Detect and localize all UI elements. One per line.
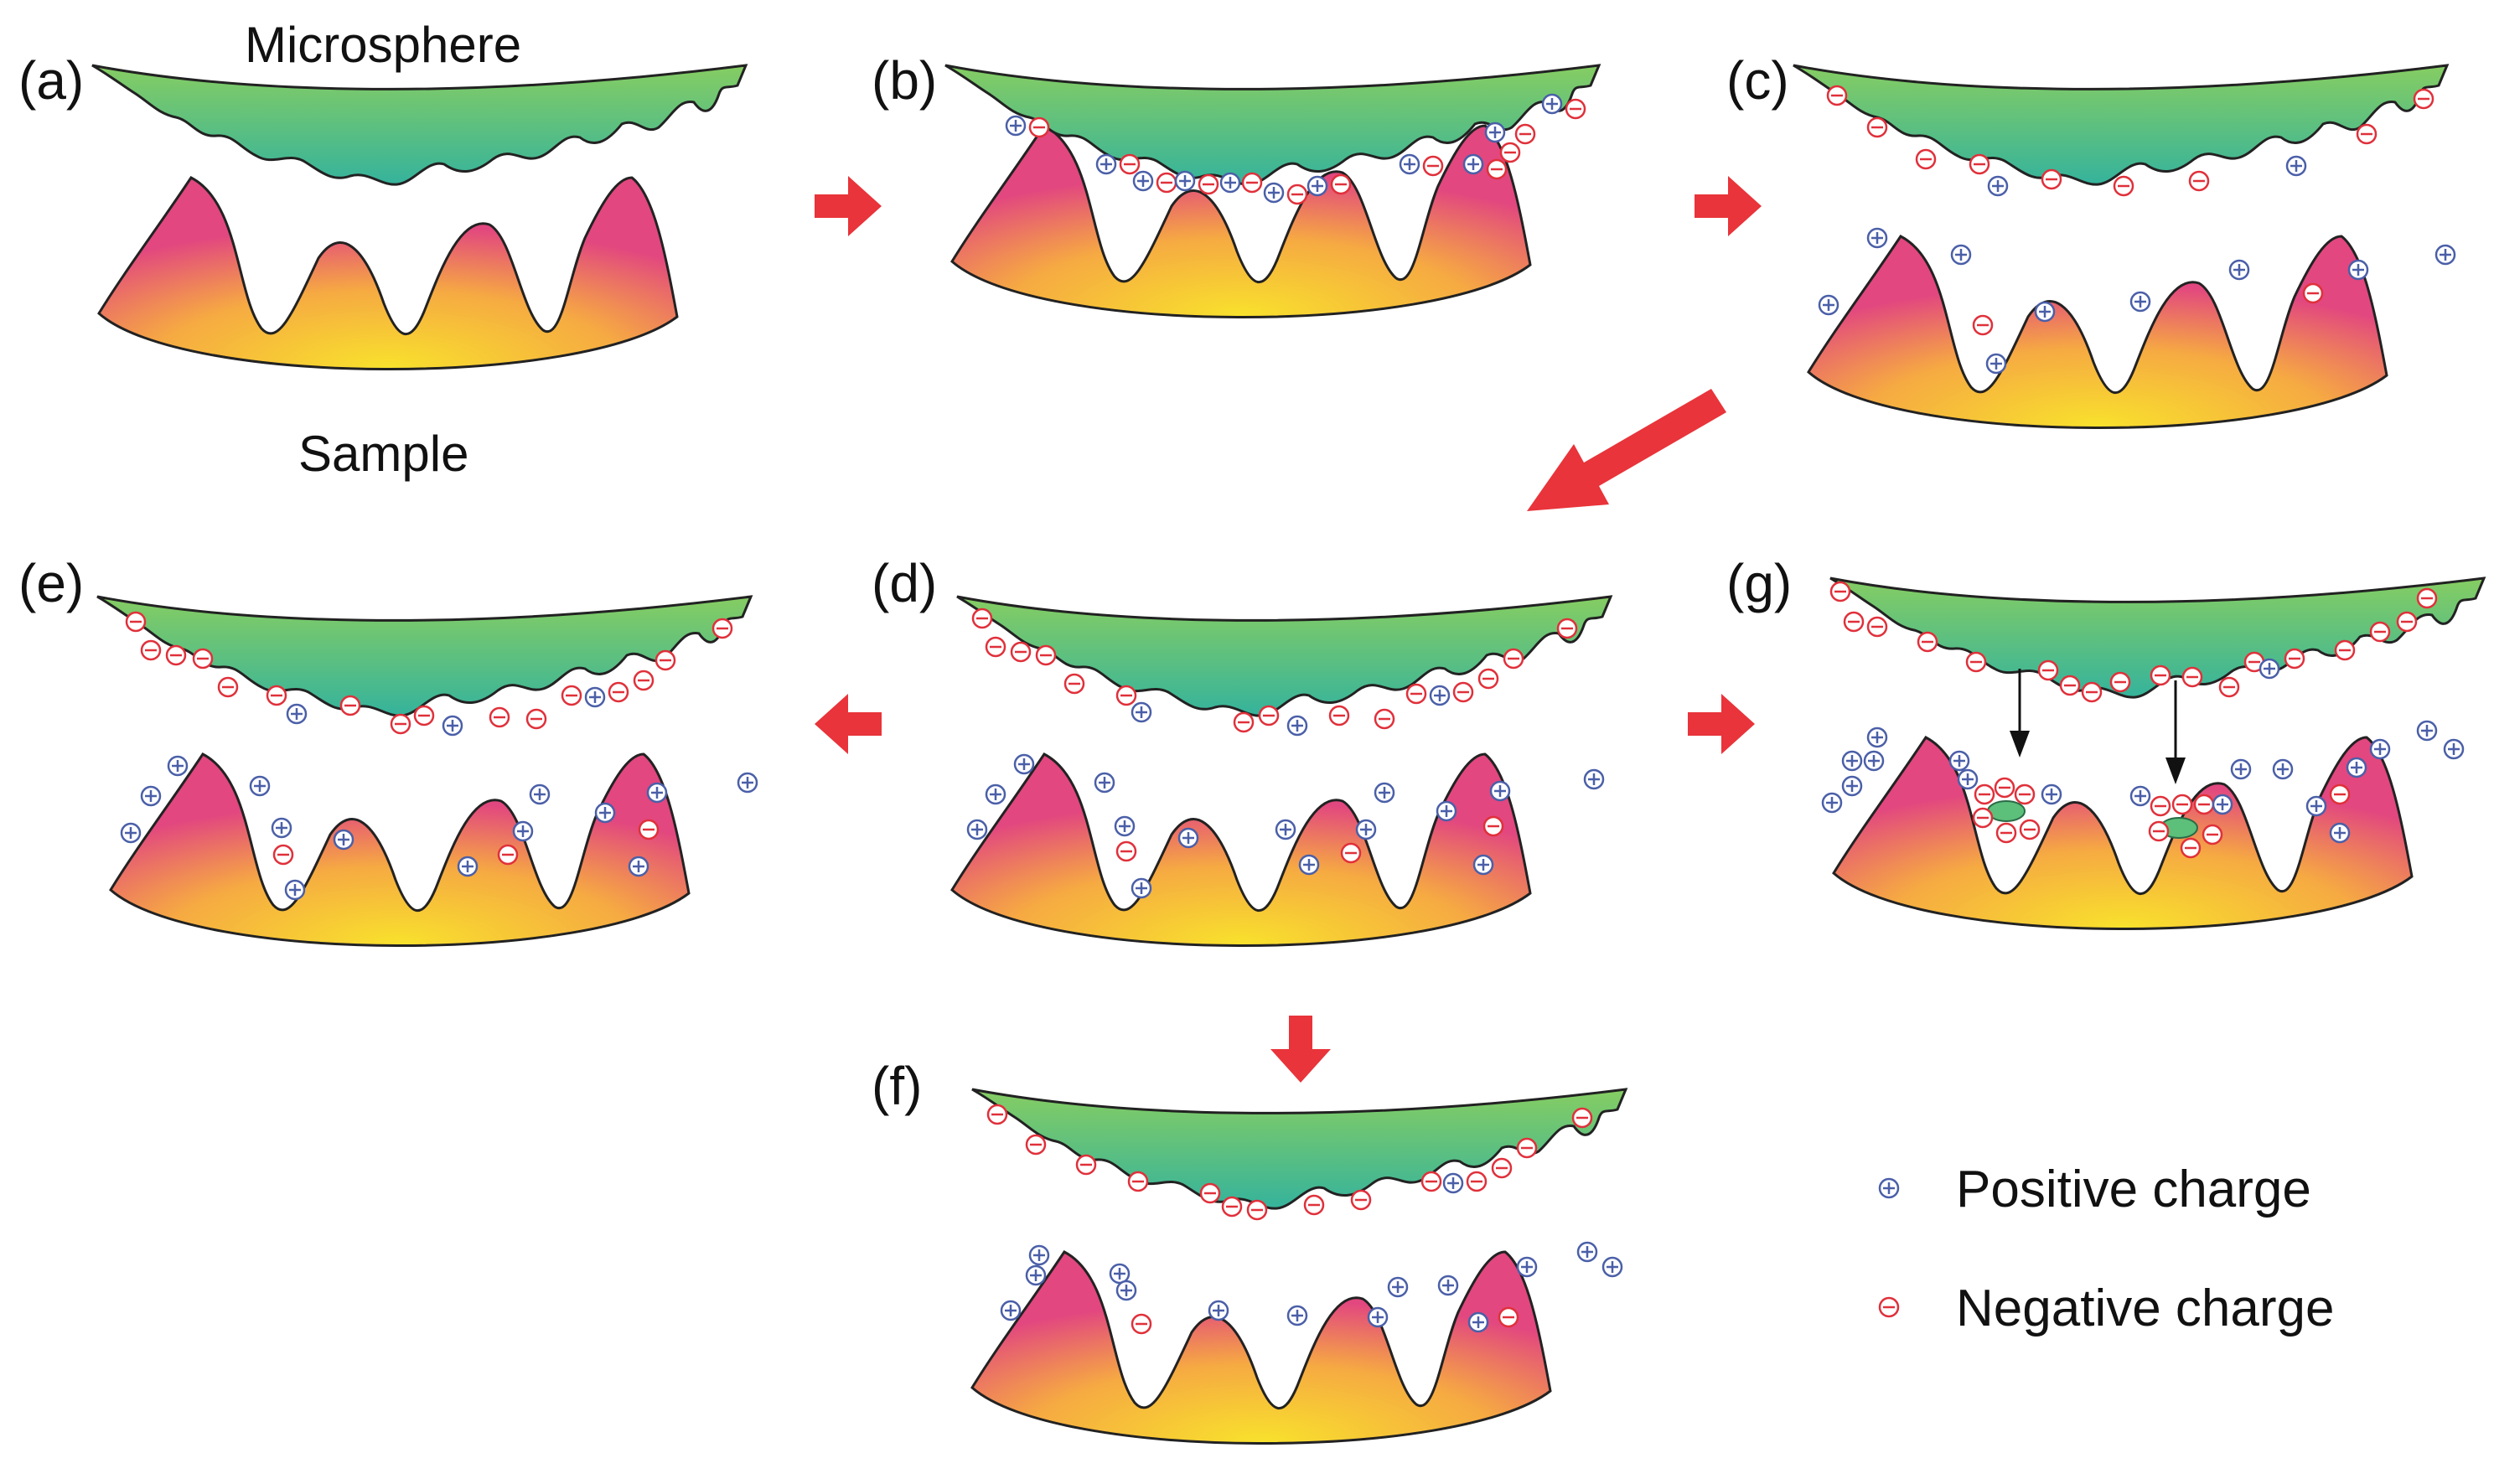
sample-label: Sample	[298, 426, 468, 482]
arrow-d-to-f	[1270, 1016, 1331, 1083]
panel-label-d: (d)	[872, 553, 937, 613]
sample-e	[109, 752, 691, 948]
fragment-left	[1987, 800, 2026, 822]
sample-d	[950, 752, 1532, 948]
arrow-d-to-g	[1688, 694, 1755, 754]
legend-positive-label: Positive charge	[1956, 1161, 2311, 1218]
sample-a	[97, 176, 679, 371]
legend-negative-label: Negative charge	[1956, 1280, 2335, 1337]
arrow-b-to-c	[1695, 176, 1762, 236]
panel-label-c: (c)	[1726, 50, 1789, 111]
panel-f: (f)	[872, 1056, 1627, 1445]
panel-label-b: (b)	[872, 50, 937, 111]
sample-f	[970, 1250, 1552, 1445]
panel-e: (e)	[18, 553, 758, 948]
panel-label-g: (g)	[1726, 553, 1792, 613]
panel-d: (d)	[872, 553, 1612, 948]
panel-label-a: (a)	[18, 50, 84, 111]
sample-g	[1832, 736, 2414, 931]
panel-a: (a) Microsphere Sample	[18, 17, 748, 482]
sample-c	[1807, 235, 2388, 430]
panel-g: (g)	[1726, 553, 2486, 931]
arrow-a-to-b	[815, 176, 882, 236]
legend-positive-icon	[1878, 1177, 1900, 1199]
panel-label-e: (e)	[18, 553, 84, 613]
panel-b: (b)	[872, 50, 1601, 319]
arrow-c-to-d	[1527, 389, 1726, 511]
panel-label-f: (f)	[872, 1056, 922, 1116]
legend-negative-icon	[1878, 1296, 1900, 1318]
arrow-d-to-e	[815, 694, 882, 754]
microsphere-c	[1792, 64, 2449, 186]
transfer-arrows	[2010, 669, 2186, 784]
legend: Positive charge Negative charge	[1878, 1161, 2335, 1337]
microsphere-label: Microsphere	[245, 17, 521, 73]
microsphere-a	[91, 64, 748, 186]
panel-c: (c)	[1726, 50, 2456, 430]
